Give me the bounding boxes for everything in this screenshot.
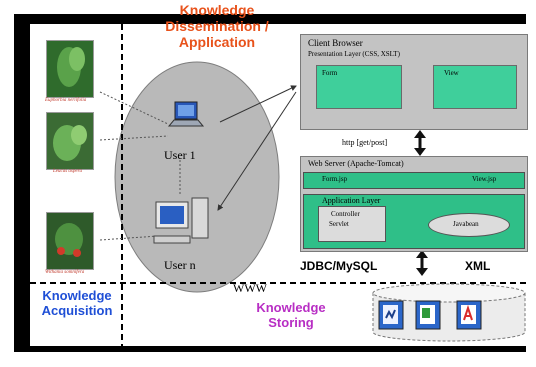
presentation-layer-label: Presentation Layer (CSS, XSLT) bbox=[308, 50, 400, 58]
user-n-label: User n bbox=[164, 258, 196, 272]
excel-document-icon bbox=[415, 300, 441, 330]
controller-servlet-box: Controller Servlet bbox=[318, 206, 386, 242]
plant-label: Euphorbia neriifolia bbox=[45, 98, 87, 103]
pdf-document-icon bbox=[456, 300, 482, 330]
client-browser-panel: Client Browser Presentation Layer (CSS, … bbox=[300, 34, 528, 130]
xml-label: XML bbox=[465, 259, 491, 273]
knowledge-acquisition-label: Knowledge Acquisition bbox=[41, 288, 113, 318]
leaf-icon bbox=[53, 125, 87, 161]
plant-photo bbox=[46, 40, 94, 98]
javabean-ellipse: Javabean bbox=[428, 213, 510, 237]
laptop-icon bbox=[167, 101, 205, 127]
form-box: Form bbox=[316, 65, 402, 109]
desktop-computer-icon bbox=[153, 197, 209, 244]
jdbc-label: JDBC/MySQL bbox=[300, 259, 378, 273]
plant-label: Leucas aspera bbox=[53, 169, 83, 174]
plant-photo bbox=[46, 112, 94, 170]
www-label: WWW bbox=[233, 281, 267, 295]
plant-label: Withania somnifera bbox=[45, 270, 85, 275]
web-server-panel: Web Server (Apache-Tomcat) Form.jsp View… bbox=[300, 156, 528, 252]
word-document-icon bbox=[378, 300, 404, 330]
knowledge-storing-label: Knowledge Storing bbox=[256, 300, 326, 330]
application-layer: Application Layer Controller Servlet Jav… bbox=[303, 194, 525, 249]
leaf-icon bbox=[55, 223, 83, 257]
client-browser-title: Client Browser bbox=[308, 38, 363, 48]
dissemination-title: Knowledge Dissemination / Application bbox=[165, 2, 269, 50]
leaf-icon bbox=[57, 47, 85, 87]
users-ellipse bbox=[114, 61, 280, 293]
user-1-label: User 1 bbox=[164, 148, 196, 162]
view-box: View bbox=[433, 65, 517, 109]
jsp-bar: Form.jsp View.jsp bbox=[303, 172, 525, 189]
http-label: http [get/post] bbox=[342, 138, 388, 147]
plant-photo bbox=[46, 212, 94, 270]
web-server-title: Web Server (Apache-Tomcat) bbox=[308, 159, 404, 168]
